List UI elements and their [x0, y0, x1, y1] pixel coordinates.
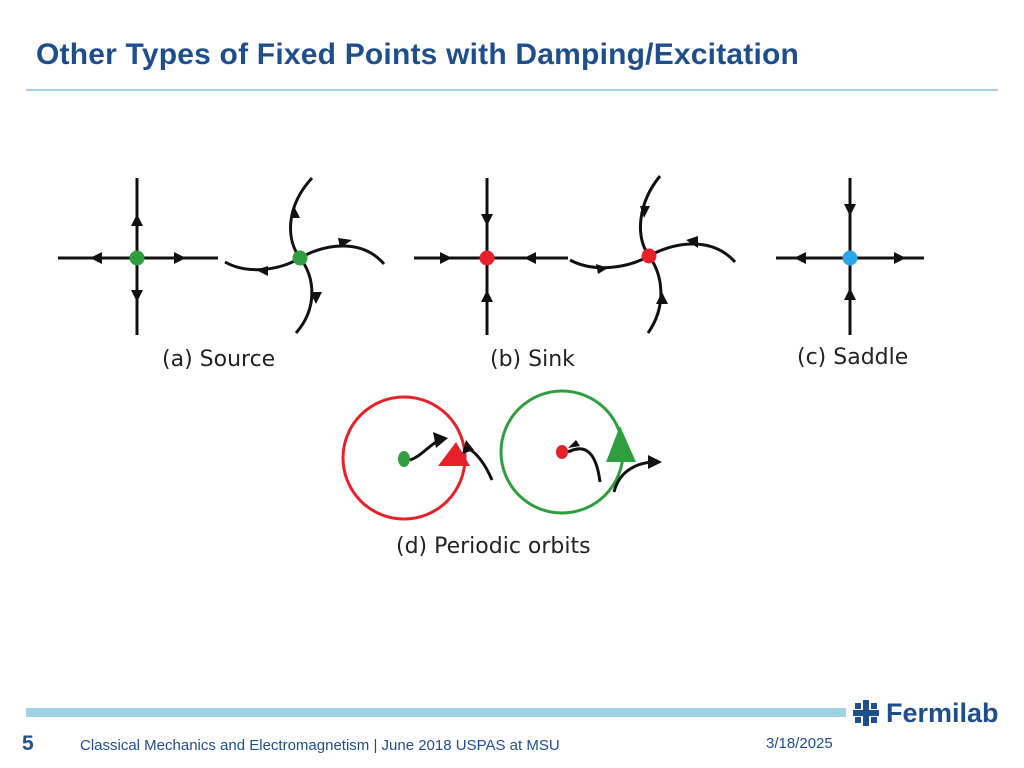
unstable-limit-cycle-diagram	[499, 389, 662, 515]
slide-title: Other Types of Fixed Points with Damping…	[36, 38, 800, 71]
caption-saddle: (c) Saddle	[797, 345, 908, 370]
stable-orbit-arrow	[438, 442, 470, 466]
sink-point	[479, 250, 495, 266]
caption-sink: (b) Sink	[490, 347, 575, 372]
source-point	[129, 250, 145, 266]
source-node-diagram	[58, 178, 218, 335]
caption-source: (a) Source	[162, 347, 275, 372]
page-number: 5	[22, 732, 34, 755]
saddle-point	[842, 250, 858, 266]
unstable-orbit-arrow	[606, 426, 636, 462]
saddle-diagram	[776, 178, 924, 335]
source-spiral-diagram	[224, 176, 386, 334]
orbit-center-point	[556, 445, 568, 459]
orbit-center-point	[398, 451, 410, 467]
fermilab-logo: Fermilab	[852, 697, 999, 729]
fermilab-icon	[853, 700, 879, 726]
logo-text: Fermilab	[886, 697, 999, 728]
footer-text: Classical Mechanics and Electromagnetism…	[80, 737, 560, 754]
title-divider	[26, 89, 998, 91]
sink-node-diagram	[414, 178, 568, 335]
stable-limit-cycle-diagram	[341, 395, 494, 521]
footer-divider	[26, 708, 846, 717]
sink-spiral-point	[641, 248, 657, 264]
caption-periodic-orbits: (d) Periodic orbits	[396, 534, 591, 559]
source-spiral-point	[292, 250, 308, 266]
sink-spiral-diagram	[569, 175, 737, 334]
footer-date: 3/18/2025	[766, 735, 833, 752]
fixed-points-figure: (a) Source (b) Sink (c) Saddle (d) Perio…	[58, 175, 924, 559]
